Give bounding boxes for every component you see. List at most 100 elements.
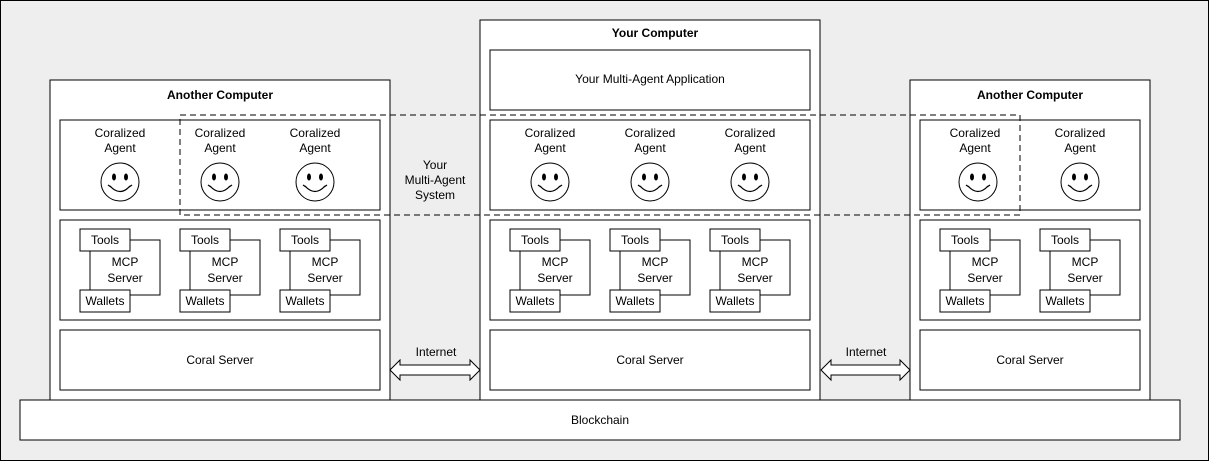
mcp-server-label-line2: Server — [307, 271, 342, 285]
coral-server-right — [919, 329, 1141, 391]
tools-box — [709, 228, 761, 252]
agents-row-right — [919, 119, 1141, 211]
wallets-box — [509, 289, 561, 313]
wallets-box — [79, 289, 131, 313]
wallets-label: Wallets — [1046, 294, 1085, 308]
agent-left-2: Coralized Agent — [195, 126, 246, 202]
agent-label-line1: Coralized — [195, 126, 246, 140]
agent-label-line1: Coralized — [525, 126, 576, 140]
tools-box — [79, 228, 131, 252]
mcp-server-label-line2: Server — [207, 271, 242, 285]
double-arrow-icon — [389, 358, 481, 382]
tools-label: Tools — [621, 233, 649, 247]
agent-label-line1: Coralized — [725, 126, 776, 140]
wallets-box — [709, 289, 761, 313]
wallets-box — [179, 289, 231, 313]
tools-box — [609, 228, 661, 252]
agent-center-1: Coralized Agent — [525, 126, 576, 202]
agent-center-2: Coralized Agent — [625, 126, 676, 202]
mcp-group-right-1: MCP Server Tools Wallets — [939, 228, 1021, 313]
multi-agent-system-label: Your Multi-Agent System — [405, 158, 466, 202]
wallets-label: Wallets — [716, 294, 755, 308]
mcp-server-label-line1: MCP — [212, 255, 239, 269]
blockchain-bar — [19, 399, 1181, 441]
mcp-server-label-line1: MCP — [312, 255, 339, 269]
smiley-face-icon — [730, 162, 770, 202]
tools-box — [179, 228, 231, 252]
multi-agent-system-label-line1: Your — [423, 158, 447, 172]
mcp-server-label-line1: MCP — [542, 255, 569, 269]
tools-label: Tools — [951, 233, 979, 247]
blockchain-label: Blockchain — [571, 413, 629, 427]
coral-server-label: Coral Server — [996, 353, 1063, 367]
agent-left-1: Coralized Agent — [95, 126, 146, 202]
internet-label: Internet — [416, 345, 457, 359]
agent-label-line1: Coralized — [625, 126, 676, 140]
agent-left-3: Coralized Agent — [290, 126, 341, 202]
tools-label: Tools — [721, 233, 749, 247]
computer-center-title: Your Computer — [612, 26, 699, 40]
multi-agent-system-boundary — [179, 114, 1021, 216]
mcp-group-left-3: MCP Server Tools Wallets — [279, 228, 361, 313]
agent-label-line1: Coralized — [290, 126, 341, 140]
mcp-group-center-1: MCP Server Tools Wallets — [509, 228, 591, 313]
mcp-group-center-3: MCP Server Tools Wallets — [709, 228, 791, 313]
wallets-label: Wallets — [516, 294, 555, 308]
coral-server-center — [489, 329, 811, 391]
agent-label-line2: Agent — [204, 141, 236, 155]
multi-agent-application-label: Your Multi-Agent Application — [575, 72, 725, 86]
tools-label: Tools — [191, 233, 219, 247]
agent-label-line2: Agent — [1064, 141, 1096, 155]
agent-label-line1: Coralized — [95, 126, 146, 140]
computer-left: Another Computer Coralized Agent Coraliz… — [49, 79, 391, 401]
smiley-face-icon — [295, 162, 335, 202]
agent-label-line2: Agent — [104, 141, 136, 155]
agent-label-line2: Agent — [634, 141, 666, 155]
tools-box — [509, 228, 561, 252]
smiley-face-icon — [200, 162, 240, 202]
computer-center: Your Computer Your Multi-Agent Applicati… — [479, 19, 821, 401]
agent-right-2: Coralized Agent — [1055, 126, 1106, 202]
mcp-server-label-line1: MCP — [742, 255, 769, 269]
computer-right: Another Computer Coralized Agent Coraliz… — [909, 79, 1151, 401]
mcp-group-left-2: MCP Server Tools Wallets — [179, 228, 261, 313]
tools-label: Tools — [1051, 233, 1079, 247]
mcp-server-label-line2: Server — [107, 271, 142, 285]
wallets-box — [939, 289, 991, 313]
internet-label: Internet — [846, 345, 887, 359]
mcp-server-label-line1: MCP — [972, 255, 999, 269]
wallets-box — [1039, 289, 1091, 313]
mcp-server-label-line2: Server — [967, 271, 1002, 285]
wallets-label: Wallets — [616, 294, 655, 308]
smiley-face-icon — [630, 162, 670, 202]
tools-box — [1039, 228, 1091, 252]
computer-right-title: Another Computer — [977, 88, 1083, 102]
double-arrow-icon — [820, 358, 911, 382]
mcp-server-label-line1: MCP — [1072, 255, 1099, 269]
wallets-label: Wallets — [946, 294, 985, 308]
tools-label: Tools — [91, 233, 119, 247]
multi-agent-system-label-line3: System — [415, 188, 455, 202]
mcp-server-label-line2: Server — [1067, 271, 1102, 285]
tools-label: Tools — [521, 233, 549, 247]
coral-server-label: Coral Server — [186, 353, 253, 367]
smiley-face-icon — [1060, 162, 1100, 202]
agent-label-line2: Agent — [959, 141, 991, 155]
computer-left-title: Another Computer — [167, 88, 273, 102]
mcp-server-label-line1: MCP — [642, 255, 669, 269]
wallets-box — [609, 289, 661, 313]
agent-label-line1: Coralized — [950, 126, 1001, 140]
smiley-face-icon — [958, 162, 998, 202]
multi-agent-system-label-line2: Multi-Agent — [405, 173, 466, 187]
wallets-label: Wallets — [186, 294, 225, 308]
mcp-group-center-2: MCP Server Tools Wallets — [609, 228, 691, 313]
multi-agent-application — [489, 49, 811, 111]
mcp-group-left-1: MCP Server Tools Wallets — [79, 228, 161, 313]
tools-label: Tools — [291, 233, 319, 247]
wallets-label: Wallets — [286, 294, 325, 308]
tools-box — [939, 228, 991, 252]
agent-label-line1: Coralized — [1055, 126, 1106, 140]
internet-link-right: Internet — [820, 345, 911, 382]
mcp-server-label-line2: Server — [637, 271, 672, 285]
